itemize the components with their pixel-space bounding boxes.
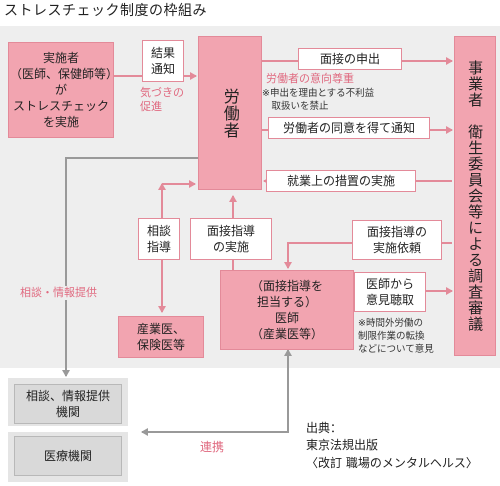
consult-org-text: 相談、情報提供 機関 xyxy=(25,388,110,419)
respect-intent-annotation: 労働者の意向尊重 xyxy=(266,72,354,85)
worker-box: 労働者 xyxy=(198,36,262,190)
source-label: 出典： xyxy=(306,421,343,435)
interview-request-label: 面接の申出 xyxy=(298,48,402,70)
physician-title: （面接指導を 担当する） xyxy=(250,278,323,309)
request-impl-label: 面接指導の 実施依頼 xyxy=(352,220,442,260)
industrial-doctor-box: 産業医、 保険医等 xyxy=(118,316,204,358)
consent-notice-label: 労働者の同意を得て通知 xyxy=(268,117,430,139)
result-notice-text: 結果 通知 xyxy=(150,45,175,76)
work-measures-label: 就業上の措置の実施 xyxy=(266,170,416,192)
source-citation: 出典： 東京法規出版 〈改訂 職場のメンタルヘルス〉 xyxy=(306,420,478,472)
physician-name: 医師 （産業医等） xyxy=(250,311,323,342)
arrow-cooperation xyxy=(141,362,289,436)
opinion-label: 医師から 意見聴取 xyxy=(354,272,426,312)
no-disadvantage-note: ※申出を理由とする不利益 取扱いを禁止 xyxy=(262,88,375,112)
interview-impl-box: 面接指導 の実施 xyxy=(190,218,272,260)
result-notice-box: 結果 通知 xyxy=(142,40,184,82)
opinion-note: ※時間外労働の 制限作業の転換 などについて意見 xyxy=(358,318,434,355)
worker-text: 労働者 xyxy=(220,87,240,139)
implementer-box: 実施者 （医師、保健師等）が ストレスチェック を実施 xyxy=(8,42,114,138)
implementer-text: 実施者 （医師、保健師等）が ストレスチェック を実施 xyxy=(9,50,112,130)
employer-text: 事業者 衛生委員会等による調査審議 xyxy=(466,60,485,332)
work-measures-text: 就業上の措置の実施 xyxy=(286,173,395,188)
consult-info-annotation: 相談・情報提供 xyxy=(20,286,97,301)
industrial-doctor-text: 産業医、 保険医等 xyxy=(136,321,185,352)
medical-org-inner: 医療機関 xyxy=(14,436,122,476)
consult-guidance-box: 相談 指導 xyxy=(138,218,180,260)
employer-box: 事業者 衛生委員会等による調査審議 xyxy=(454,36,496,356)
source-book: 〈改訂 職場のメンタルヘルス〉 xyxy=(306,455,478,470)
source-publisher: 東京法規出版 xyxy=(306,438,379,453)
consult-guidance-text: 相談 指導 xyxy=(146,223,171,254)
consult-org-inner: 相談、情報提供 機関 xyxy=(14,384,122,424)
awareness-annotation: 気づきの 促進 xyxy=(140,86,184,114)
opinion-text: 医師から 意見聴取 xyxy=(365,276,414,307)
interview-impl-text: 面接指導 の実施 xyxy=(206,223,255,254)
cooperation-annotation: 連携 xyxy=(200,440,225,454)
medical-org-text: 医療機関 xyxy=(43,448,92,463)
diagram-title: ストレスチェック制度の枠組み xyxy=(4,3,207,19)
interview-request-text: 面接の申出 xyxy=(319,51,380,66)
physician-box: （面接指導を 担当する） 医師 （産業医等） xyxy=(220,270,354,350)
consent-notice-text: 労働者の同意を得て通知 xyxy=(282,120,415,135)
request-impl-text: 面接指導の 実施依頼 xyxy=(366,224,427,255)
